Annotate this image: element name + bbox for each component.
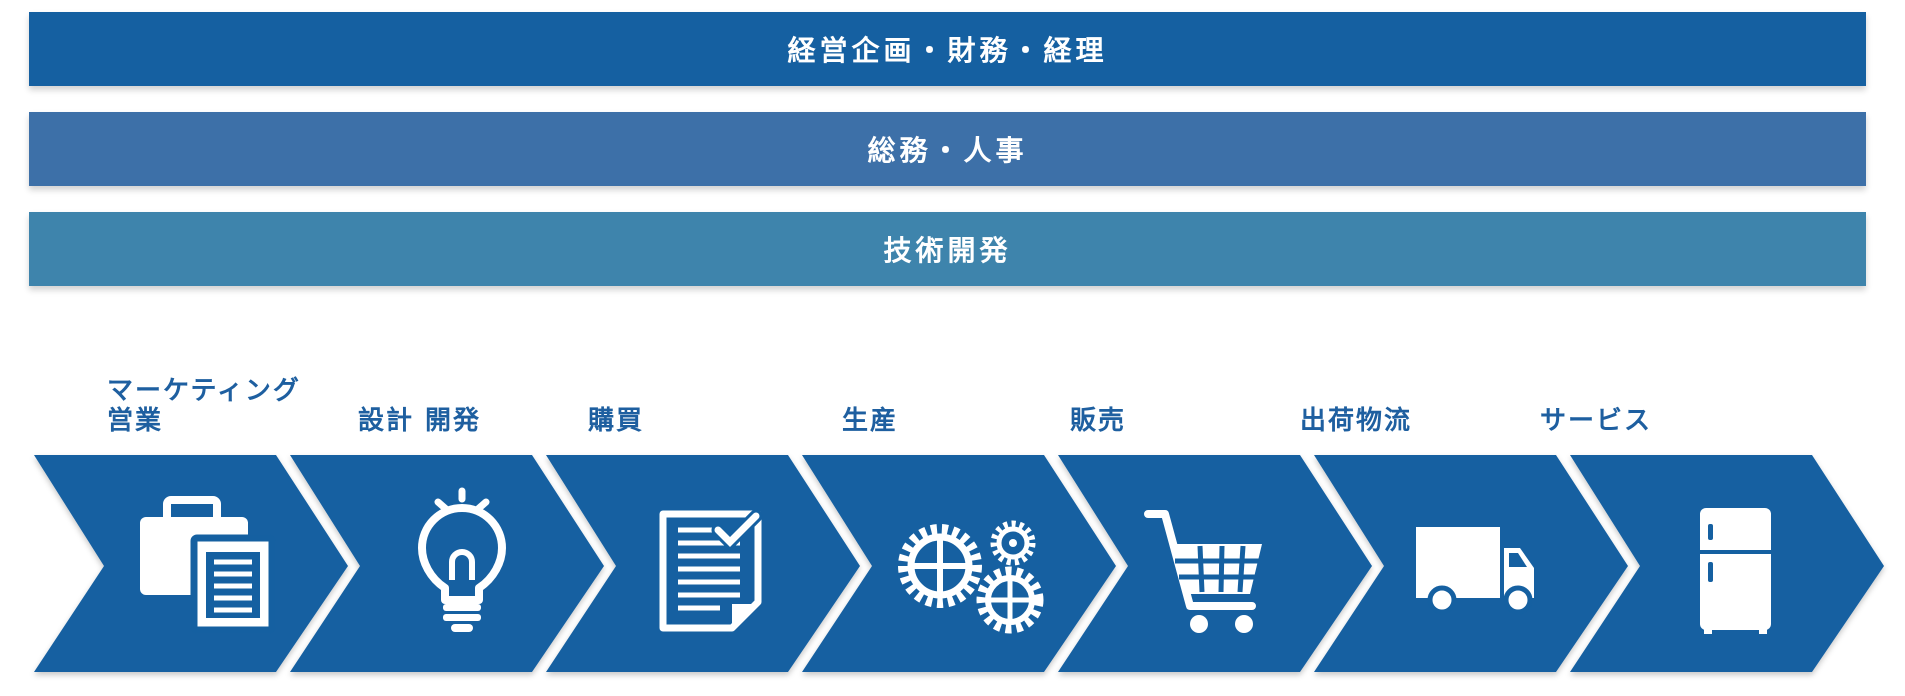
checklist-document-icon [659, 509, 763, 632]
stage-label-purchasing: 購買 [588, 406, 645, 436]
shopping-cart-icon [1144, 510, 1262, 633]
support-bar-general-affairs: 総務・人事 [29, 112, 1866, 186]
refrigerator-icon [1700, 508, 1771, 634]
stage-label-production: 生産 [842, 406, 899, 436]
stage-label-sales: 販売 [1070, 406, 1127, 436]
support-bar-label: 総務・人事 [867, 134, 1028, 167]
support-bar-management: 経営企画・財務・経理 [29, 12, 1866, 86]
support-bar-label: 経営企画・財務・経理 [787, 34, 1108, 67]
stage-label-design: 設計 開発 [358, 406, 482, 436]
stage-label-logistics: 出荷物流 [1300, 406, 1413, 436]
briefcase-documents-icon [140, 496, 276, 634]
chevron-design [290, 455, 604, 672]
stage-label-marketing: マーケティング 営業 [107, 376, 301, 436]
support-bar-technology: 技術開発 [29, 212, 1866, 286]
stage-label-service: サービス [1540, 406, 1653, 436]
chevron-purchasing [546, 455, 860, 672]
lightbulb-icon [418, 487, 506, 632]
delivery-truck-icon [1416, 527, 1534, 615]
support-bar-label: 技術開発 [883, 234, 1012, 267]
gears-icon [898, 520, 1044, 634]
